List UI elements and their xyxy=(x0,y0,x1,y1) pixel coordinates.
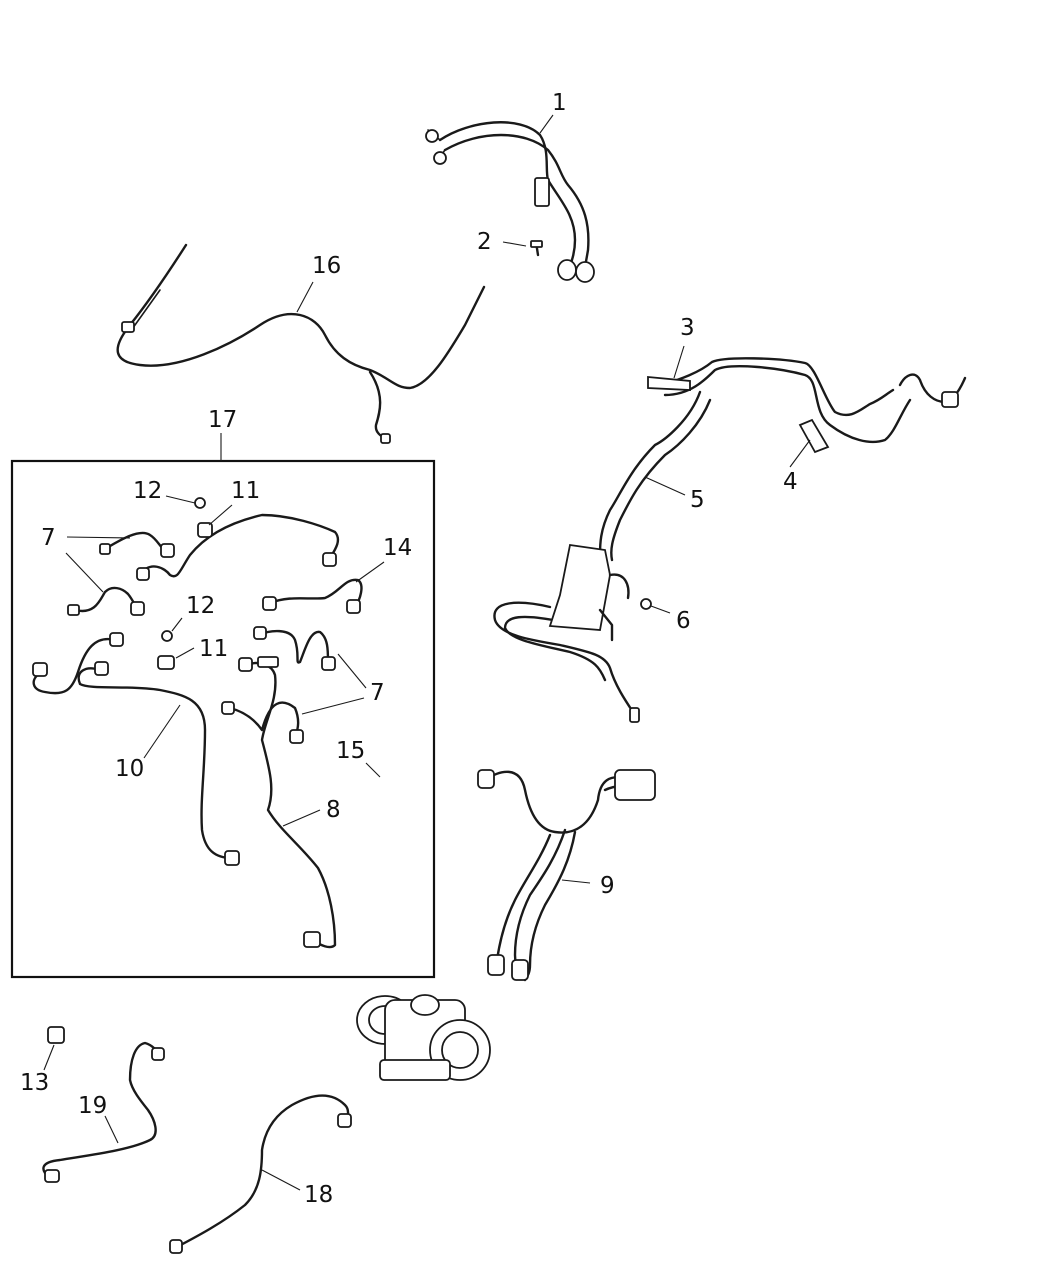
callout-1: 1 xyxy=(552,90,567,116)
callout-18: 18 xyxy=(304,1182,333,1208)
part-1-fuel-line-assembly[interactable] xyxy=(425,121,595,283)
callout-16: 16 xyxy=(312,253,341,279)
part-2-clip[interactable] xyxy=(530,240,543,257)
callout-3: 3 xyxy=(680,315,695,341)
callout-4: 4 xyxy=(783,469,798,495)
part-6-nut[interactable] xyxy=(640,598,652,610)
part-11-clip-upper[interactable] xyxy=(197,522,213,538)
callout-11-lower: 11 xyxy=(199,636,228,662)
part-4-bracket[interactable] xyxy=(798,418,830,454)
part-11-clip-lower[interactable] xyxy=(157,655,175,670)
part-12-nut-upper[interactable] xyxy=(194,497,206,509)
callout-10: 10 xyxy=(115,756,144,782)
callout-8: 8 xyxy=(326,797,341,823)
callout-14: 14 xyxy=(383,535,412,561)
part-18-fuel-line[interactable] xyxy=(169,1094,352,1254)
callout-7-left: 7 xyxy=(41,525,56,551)
part-10-fuel-line[interactable] xyxy=(32,632,240,866)
part-14-fuel-line[interactable] xyxy=(262,578,363,614)
callout-17: 17 xyxy=(208,407,237,433)
callouts: 1 2 16 3 17 4 12 11 5 7 14 12 6 11 7 15 … xyxy=(20,90,798,1208)
callout-13: 13 xyxy=(20,1070,49,1096)
part-16-fuel-line[interactable] xyxy=(116,243,486,444)
part-12-nut-lower[interactable] xyxy=(161,630,173,642)
part-7-long-line[interactable] xyxy=(136,513,340,581)
callout-9: 9 xyxy=(600,873,615,899)
callout-12-lower: 12 xyxy=(186,593,215,619)
callout-12-upper: 12 xyxy=(133,478,162,504)
part-17-kit-frame xyxy=(10,459,436,979)
callout-6: 6 xyxy=(676,608,691,634)
part-5-fuel-line-assembly[interactable] xyxy=(493,357,967,723)
callout-11-upper: 11 xyxy=(231,478,260,504)
callout-5: 5 xyxy=(690,487,705,513)
fuel-pump-illustration xyxy=(356,994,491,1081)
callout-19: 19 xyxy=(78,1093,107,1119)
leader-lines xyxy=(43,114,811,1191)
callout-15: 15 xyxy=(336,738,365,764)
part-19-fuel-line[interactable] xyxy=(42,1041,165,1183)
callout-7-right-upper: 7 xyxy=(370,680,385,706)
part-9-fuel-line-assembly[interactable] xyxy=(477,769,656,982)
part-13-clip[interactable] xyxy=(47,1026,65,1044)
part-8-fuel-line[interactable] xyxy=(238,656,337,949)
part-3-bracket[interactable] xyxy=(647,376,691,391)
part-7-fuel-lines[interactable] xyxy=(67,531,336,744)
callout-2: 2 xyxy=(477,229,492,255)
